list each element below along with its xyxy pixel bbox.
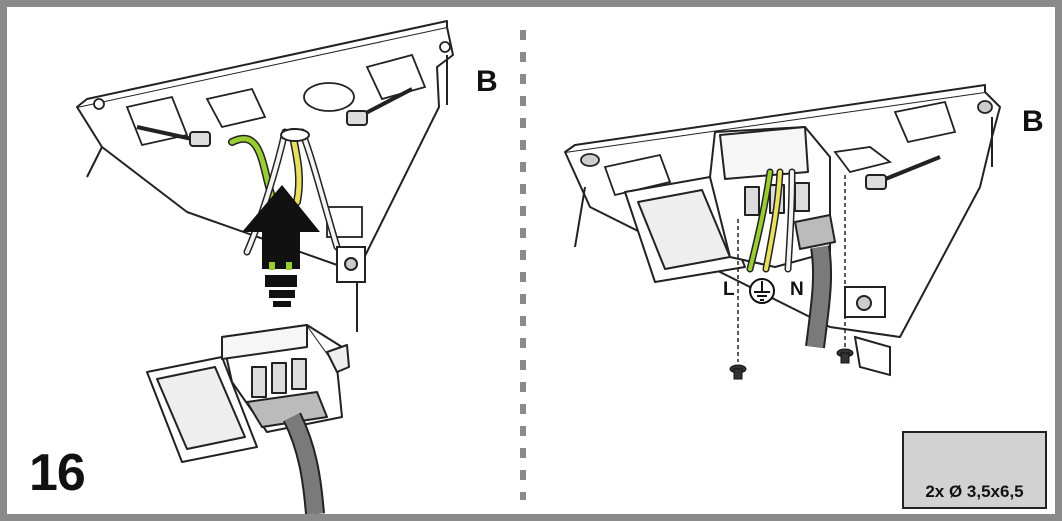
step-number: 16: [29, 444, 86, 502]
screw-right: [836, 348, 854, 364]
panel-divider: [520, 30, 526, 500]
ground-icon: [749, 278, 775, 304]
insert-up-arrow: [242, 185, 320, 307]
bracket-label-right: B: [1022, 105, 1044, 138]
terminal-box: [146, 324, 350, 463]
bracket-illustration-right: [564, 84, 1001, 479]
bracket-illustration-left: [76, 20, 454, 514]
screw-left: [729, 364, 747, 380]
bracket-label-left: B: [476, 65, 498, 98]
live-wire-label: L: [723, 279, 735, 300]
step-panel-mounted: B L N 2x Ø 3,5x6,5: [530, 7, 1055, 514]
screw-spec-label: 2x Ø 3,5x6,5: [925, 482, 1024, 501]
step-panel-insert: B 16: [7, 7, 519, 514]
neutral-wire-label: N: [790, 279, 804, 300]
hardware-spec-box: 2x Ø 3,5x6,5: [902, 431, 1047, 509]
